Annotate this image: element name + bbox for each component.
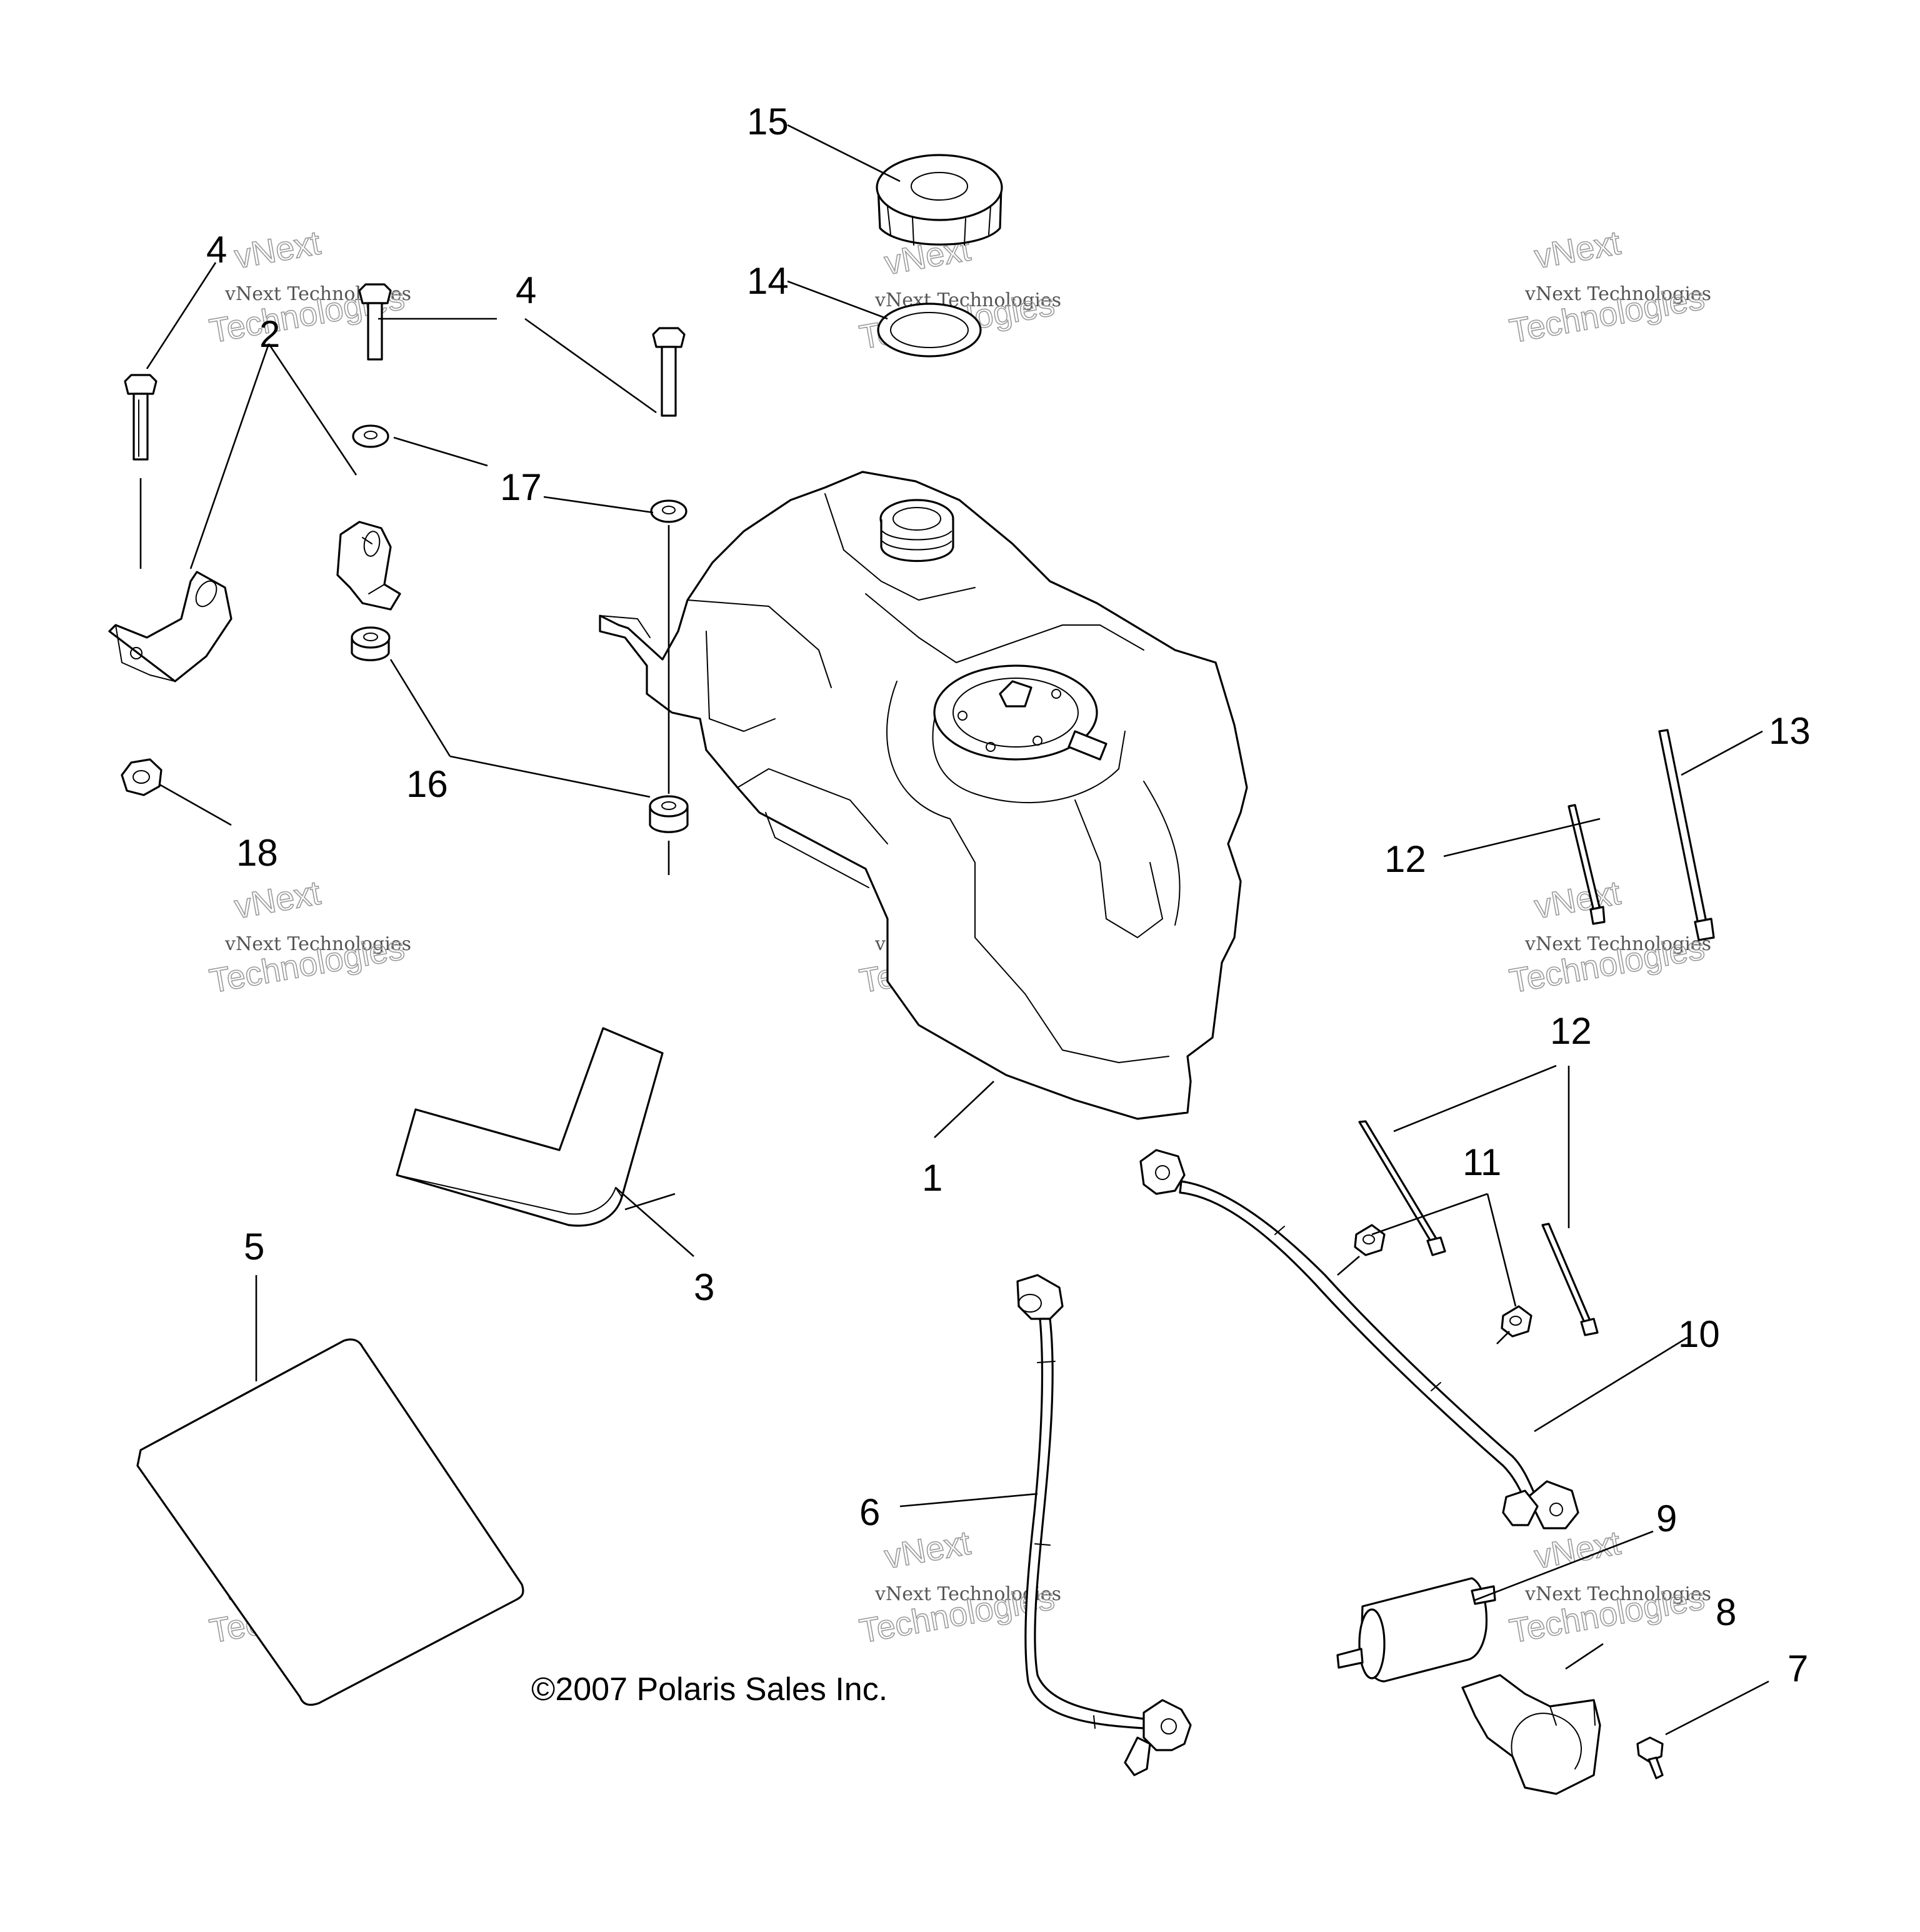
fuel-filter xyxy=(1336,1577,1496,1683)
svg-text:vNext: vNext xyxy=(232,874,323,926)
svg-text:vNext Technologies: vNext Technologies xyxy=(1524,1583,1711,1605)
callout-5: 5 xyxy=(244,1226,264,1268)
callout-12-upper: 12 xyxy=(1384,838,1426,880)
fuel-cap xyxy=(876,154,1003,246)
hex-nut xyxy=(121,758,162,796)
callout-1: 1 xyxy=(922,1157,942,1199)
callout-15: 15 xyxy=(747,101,789,143)
callout-17: 17 xyxy=(500,466,542,508)
callout-13: 13 xyxy=(1769,710,1811,752)
fuel-tank xyxy=(599,471,1248,1120)
cable-tie-long xyxy=(1658,729,1715,941)
watermark-middle-left: vNext vNext Technologies Technologies xyxy=(206,874,411,1001)
clip-upper xyxy=(1354,1224,1386,1256)
callout-4-left: 4 xyxy=(206,229,227,271)
callout-16: 16 xyxy=(406,763,448,805)
bolt-right xyxy=(652,327,686,417)
cable-tie-lower-left xyxy=(1358,1120,1446,1256)
callout-11: 11 xyxy=(1462,1141,1501,1183)
svg-text:vNext: vNext xyxy=(1532,1524,1623,1576)
copyright-notice: ©2007 Polaris Sales Inc. xyxy=(531,1671,888,1708)
watermark-middle-right: vNext vNext Technologies Technologies xyxy=(1506,874,1711,1001)
callout-8: 8 xyxy=(1716,1591,1736,1633)
callout-6: 6 xyxy=(859,1491,880,1533)
leader-lines xyxy=(139,124,1769,1736)
callout-18: 18 xyxy=(236,832,278,874)
fuel-line-lower xyxy=(1016,1274,1192,1776)
svg-text:vNext: vNext xyxy=(1532,874,1623,926)
screw xyxy=(1636,1736,1664,1779)
cable-tie-upper-left xyxy=(1568,804,1606,925)
callout-7: 7 xyxy=(1788,1648,1808,1689)
fuel-line-upper xyxy=(1139,1149,1579,1529)
callout-12-lower: 12 xyxy=(1550,1010,1592,1052)
svg-text:vNext: vNext xyxy=(232,224,323,276)
bolt-left xyxy=(124,374,158,461)
washer-upper-left xyxy=(352,424,389,448)
callout-10: 10 xyxy=(1678,1313,1720,1355)
cable-tie-lower-right xyxy=(1541,1223,1599,1336)
l-shaped-pad xyxy=(396,1027,664,1227)
callout-2: 2 xyxy=(259,313,280,355)
svg-text:vNext Technologies: vNext Technologies xyxy=(1524,933,1711,955)
grommet-left xyxy=(351,626,391,661)
watermark-top-right: vNext vNext Technologies Technologies xyxy=(1506,224,1711,351)
svg-text:vNext Technologies: vNext Technologies xyxy=(1524,283,1711,305)
bracket-right xyxy=(336,521,401,611)
watermark-top-left: vNext vNext Technologies Technologies xyxy=(206,224,411,351)
svg-text:vNext: vNext xyxy=(1532,224,1623,276)
callout-14: 14 xyxy=(747,260,789,302)
bolt-middle xyxy=(358,283,392,361)
filter-bracket xyxy=(1461,1674,1601,1795)
protective-sheet xyxy=(136,1338,524,1706)
callout-4-right: 4 xyxy=(516,269,536,311)
bracket-left xyxy=(108,571,232,683)
svg-text:vNext Technologies: vNext Technologies xyxy=(224,933,411,955)
clip-lower xyxy=(1501,1305,1532,1338)
cap-gasket xyxy=(877,303,982,358)
washer-upper-right xyxy=(650,499,688,523)
svg-text:vNext: vNext xyxy=(882,1524,973,1576)
callout-3: 3 xyxy=(694,1266,714,1308)
callout-9: 9 xyxy=(1656,1498,1677,1539)
grommet-right xyxy=(649,795,689,833)
